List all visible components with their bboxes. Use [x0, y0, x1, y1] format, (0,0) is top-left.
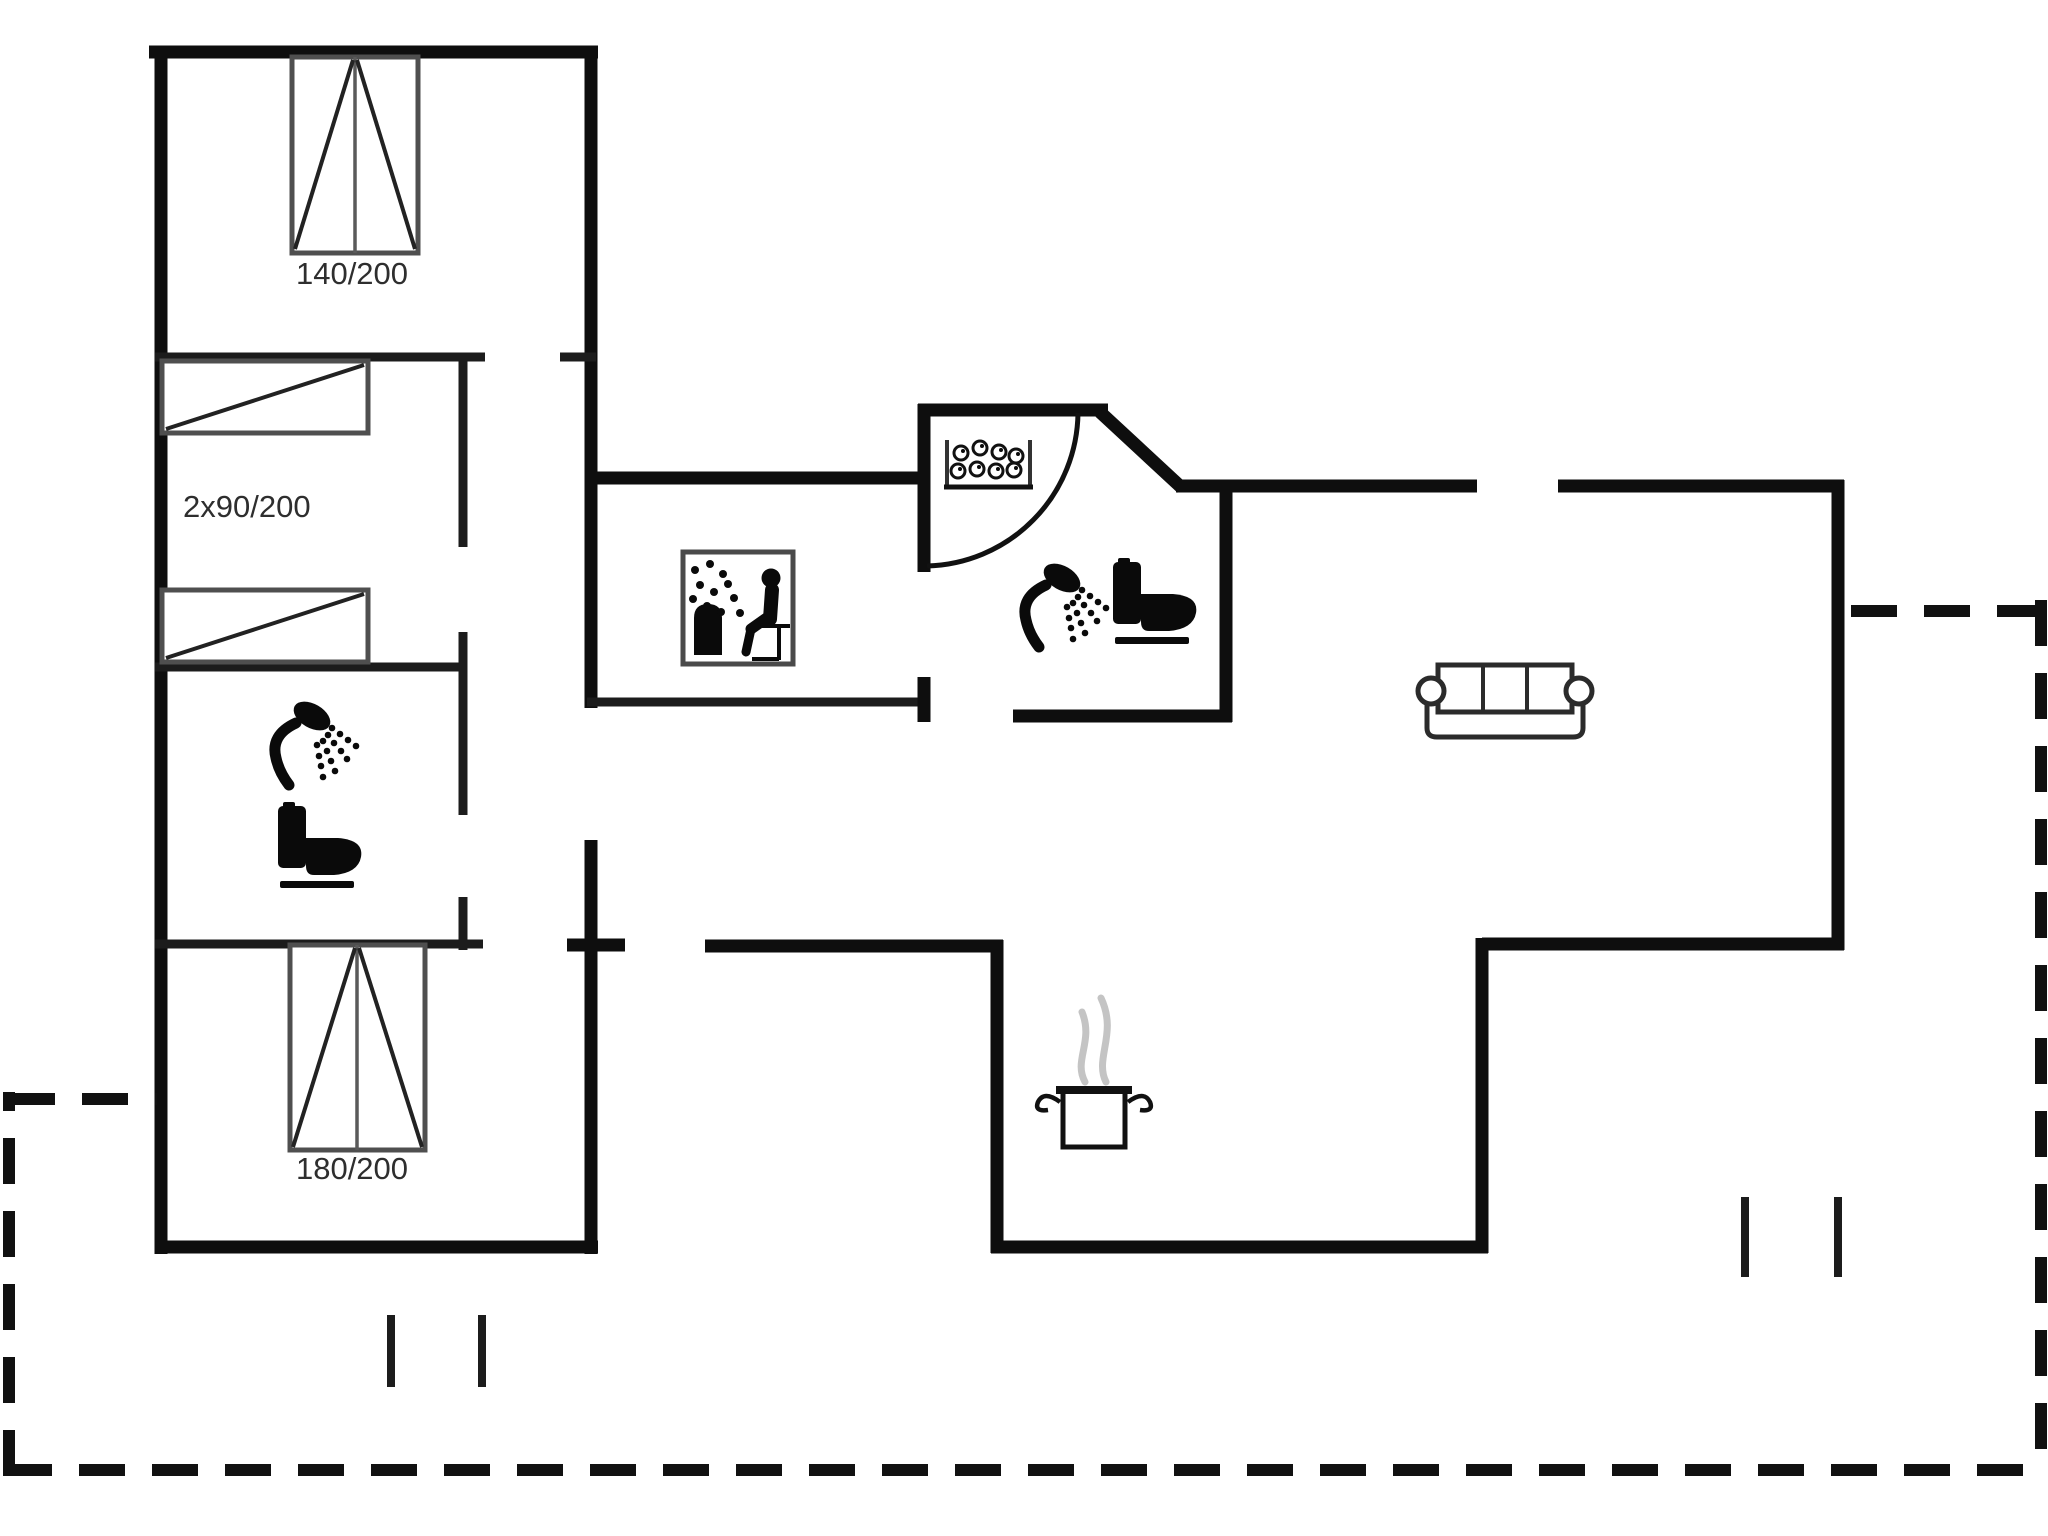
bed-diagonal — [165, 363, 365, 431]
pot-handle — [1034, 1093, 1062, 1113]
bed-diagonal — [355, 59, 417, 250]
cooking-pot-icon — [1034, 994, 1154, 1150]
steam-wave — [1097, 994, 1111, 1086]
bed-diagonal — [291, 947, 357, 1148]
bed-singles-pair: 2x90/200 — [159, 358, 371, 665]
bed-diagonal — [293, 59, 355, 250]
sauna-icon — [680, 549, 796, 667]
bed-diagonal — [165, 592, 365, 660]
shower-icon — [269, 701, 360, 791]
sofa-armrest — [1563, 675, 1595, 707]
shower-spray-dots — [313, 724, 360, 781]
bed-size-label: 2x90/200 — [183, 489, 311, 524]
sofa-backrest — [1435, 662, 1575, 715]
sofa-armrest — [1415, 675, 1447, 707]
wall-bath-diagonal — [1095, 407, 1187, 493]
terrace-dashed-boundary — [3, 600, 2047, 1476]
pot-body — [1060, 1087, 1128, 1150]
sauna-stove — [694, 604, 722, 655]
pot-handle — [1126, 1093, 1154, 1113]
bed-double-bottom: 180/200 — [287, 942, 428, 1186]
steam-wave — [1077, 1008, 1090, 1086]
sofa-icon — [1415, 662, 1595, 740]
shower-icon — [1019, 563, 1110, 653]
sauna-steam-dots — [689, 560, 744, 617]
bed-diagonal — [357, 947, 424, 1148]
shower-spray-dots — [1063, 586, 1110, 643]
sauna-person — [741, 568, 790, 661]
door-arc — [926, 412, 1081, 569]
bed-size-label: 180/200 — [296, 1151, 408, 1186]
washbasin-stones — [949, 439, 1025, 480]
threshold-ticks — [387, 1197, 1842, 1387]
toilet-icon — [1113, 558, 1197, 644]
bed-size-label: 140/200 — [296, 256, 408, 291]
washbasin-icon — [944, 439, 1033, 490]
bed-double-top: 140/200 — [289, 54, 421, 291]
outer-walls — [149, 45, 1845, 1254]
toilet-icon — [278, 802, 362, 888]
